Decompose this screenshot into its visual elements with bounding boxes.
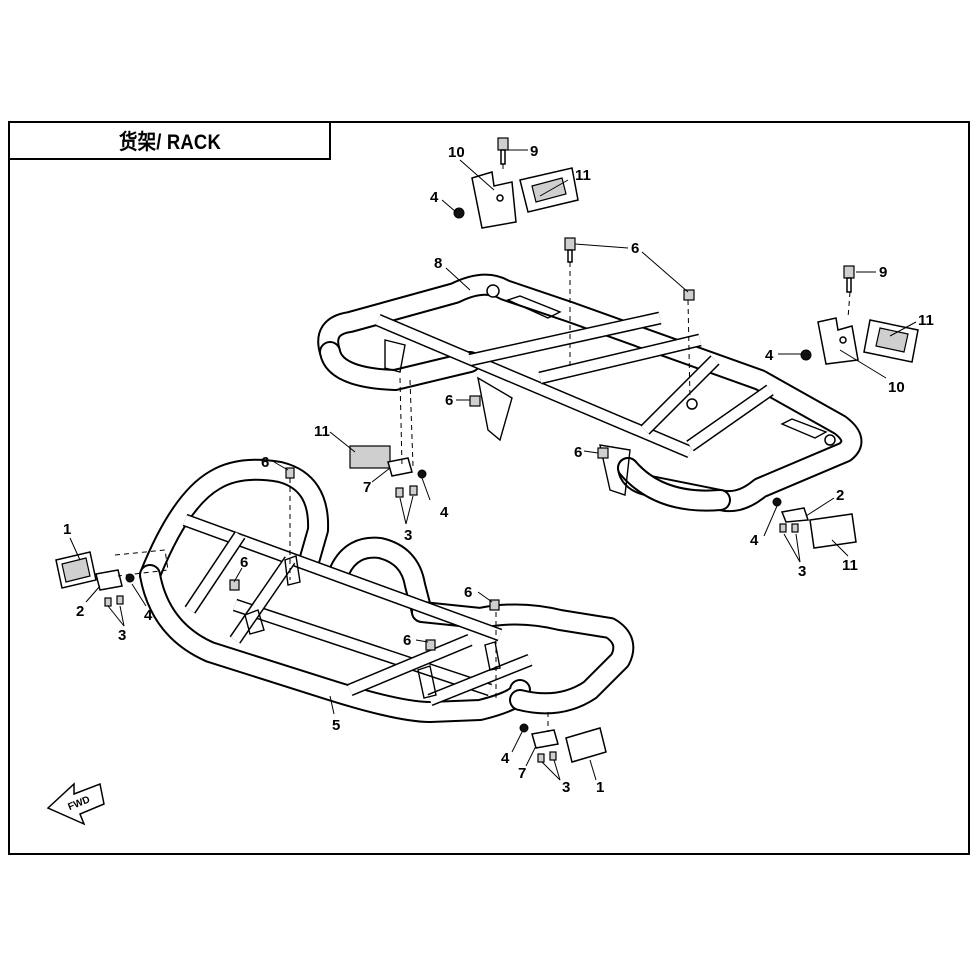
rear-mid-hardware bbox=[285, 395, 609, 498]
callout-5: 5 bbox=[332, 717, 340, 734]
callout-4-left: 4 bbox=[144, 607, 153, 624]
callout-11-right: 11 bbox=[918, 312, 934, 329]
callout-7-bottom: 7 bbox=[518, 765, 526, 782]
callout-3-rear: 3 bbox=[798, 563, 806, 580]
callout-1-bottom: 1 bbox=[596, 779, 604, 796]
assembly-lines bbox=[289, 164, 851, 732]
front-rack-frame bbox=[139, 458, 635, 723]
callout-6-mid: 6 bbox=[445, 392, 453, 409]
diagram-frame bbox=[8, 121, 970, 855]
callout-6-front-top: 6 bbox=[261, 454, 269, 471]
callout-6-top: 6 bbox=[631, 240, 639, 257]
callout-11-rear: 11 bbox=[842, 557, 858, 574]
callout-6-rearleft: 6 bbox=[574, 444, 582, 461]
callout-4-mid: 4 bbox=[440, 504, 449, 521]
callout-2-rear: 2 bbox=[836, 487, 844, 504]
callout-8: 8 bbox=[434, 255, 442, 272]
rear-rack-frame bbox=[317, 273, 863, 513]
callout-6-front-mid: 6 bbox=[240, 554, 248, 571]
front-right-hardware bbox=[229, 579, 607, 763]
callout-4-bottom: 4 bbox=[501, 750, 510, 767]
front-left-hardware bbox=[55, 549, 169, 607]
fwd-arrow: FWD bbox=[46, 782, 105, 826]
callout-6-front-low: 6 bbox=[403, 632, 411, 649]
callout-1-left: 1 bbox=[63, 521, 71, 538]
callout-4-right: 4 bbox=[765, 347, 774, 364]
callout-10-right: 10 bbox=[888, 379, 905, 396]
callout-11-mid: 11 bbox=[314, 423, 330, 440]
callout-3-left: 3 bbox=[118, 627, 126, 644]
leader-lines bbox=[69, 149, 917, 781]
right-reflector-bracket-assembly bbox=[800, 265, 919, 365]
callout-6-front-right: 6 bbox=[464, 584, 472, 601]
callout-numbers: 9 10 11 4 6 8 9 11 4 10 6 6 2 4 3 11 11 … bbox=[63, 143, 934, 796]
callout-9-top: 9 bbox=[530, 143, 538, 160]
callout-2-left: 2 bbox=[76, 603, 84, 620]
callout-7-mid: 7 bbox=[363, 479, 371, 496]
callout-9-right: 9 bbox=[879, 264, 887, 281]
title-box: 货架/ RACK bbox=[8, 121, 331, 160]
callout-3-bottom: 3 bbox=[562, 779, 570, 796]
callout-3-mid: 3 bbox=[404, 527, 412, 544]
callout-10-top: 10 bbox=[448, 144, 465, 161]
rear-right-hardware bbox=[772, 497, 857, 549]
top-reflector-bracket-assembly bbox=[453, 137, 695, 301]
callout-11-top: 11 bbox=[575, 167, 591, 184]
page-title: 货架/ RACK bbox=[118, 130, 221, 154]
callout-4-rear: 4 bbox=[750, 532, 759, 549]
callout-4-top: 4 bbox=[430, 189, 439, 206]
